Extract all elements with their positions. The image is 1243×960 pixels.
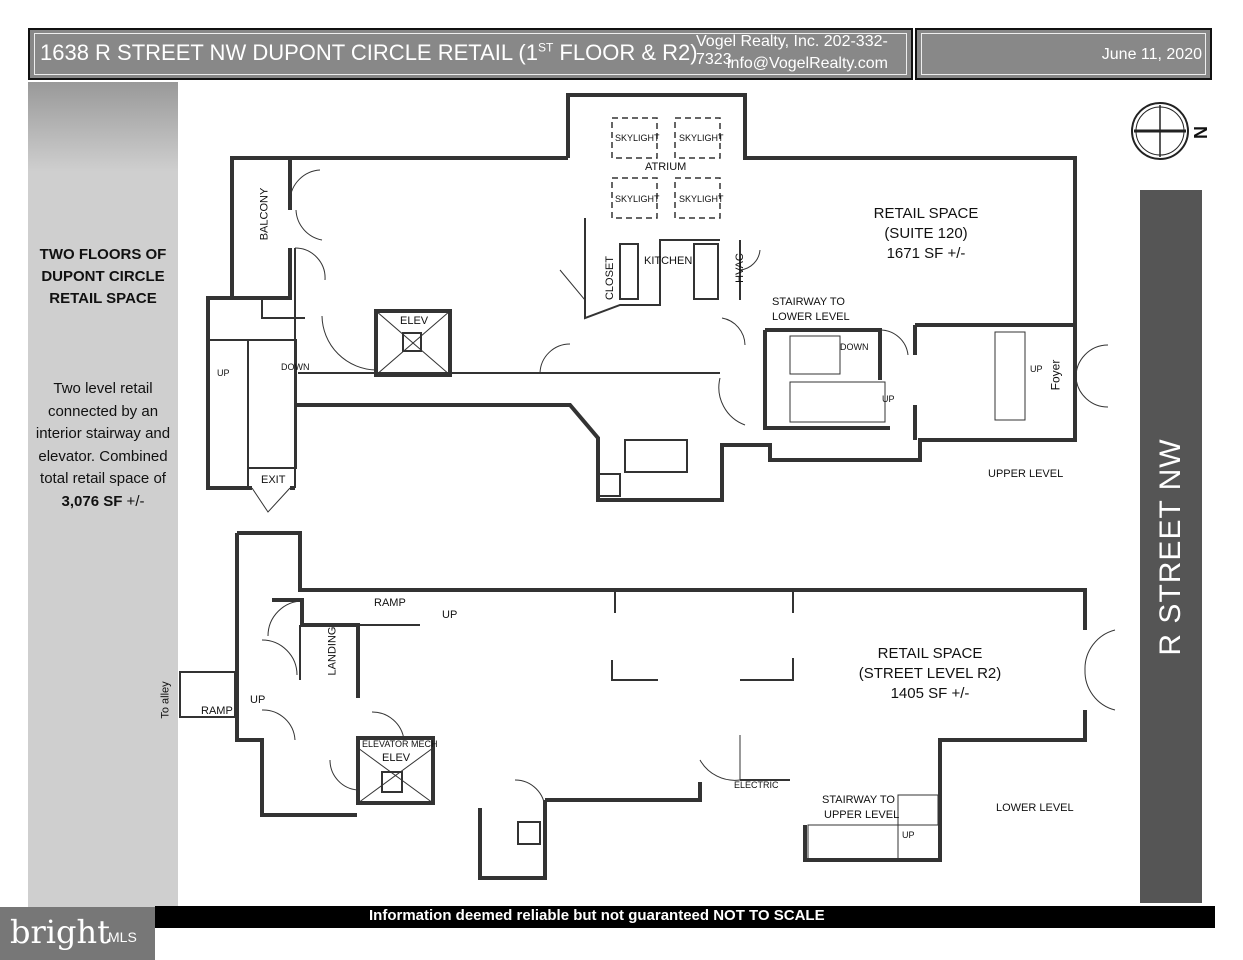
hvac-label: HVAC xyxy=(733,253,746,283)
atrium-label: ATRIUM xyxy=(645,161,687,173)
lower-elev-label: ELEV xyxy=(382,752,411,764)
lower-retail-sf: 1405 SF +/- xyxy=(890,685,970,702)
header-title-box: 1638 R STREET NW DUPONT CIRCLE RETAIL (1… xyxy=(28,28,913,80)
compass-north-label: N xyxy=(1191,126,1211,139)
left-stair-up-label: UP xyxy=(217,368,230,378)
stair-up-label: UP xyxy=(882,394,895,404)
left-stair-down-label: DOWN xyxy=(281,362,310,372)
stair-to-upper-label-2: UPPER LEVEL xyxy=(824,809,900,821)
stair-to-lower-label-2: LOWER LEVEL xyxy=(772,311,850,323)
street-bar: R STREET NW xyxy=(1140,190,1202,903)
logo-mls: MLS xyxy=(108,929,137,945)
balcony-label: BALCONY xyxy=(258,187,271,241)
disclaimer-bar: Information deemed reliable but not guar… xyxy=(155,906,1215,928)
lower-stair-up-label: UP xyxy=(902,830,915,840)
skylight-label-4: SKYLIGHT xyxy=(679,194,724,204)
stair-down-label: DOWN xyxy=(840,342,869,352)
ramp-up-label: UP xyxy=(442,609,458,621)
electric-label: ELECTRIC xyxy=(734,780,779,790)
disclaimer-text: Information deemed reliable but not guar… xyxy=(369,907,825,924)
header-date-inner xyxy=(921,33,1206,75)
to-alley-label: To alley xyxy=(159,681,172,719)
lower-level-walls xyxy=(179,531,1116,880)
foyer-up-label: UP xyxy=(1030,364,1043,374)
header-inner-border xyxy=(34,33,907,75)
sidebar-heading: TWO FLOORS OF DUPONT CIRCLE RETAIL SPACE xyxy=(39,246,167,307)
upper-retail-suite: (SUITE 120) xyxy=(884,225,968,242)
logo-brand: bright xyxy=(10,913,110,951)
lower-retail-label: RETAIL SPACE (STREET LEVEL R2) 1405 SF +… xyxy=(850,644,1010,704)
elevator-mech-label: ELEVATOR MECH xyxy=(362,739,438,749)
skylight-label-3: SKYLIGHT xyxy=(615,194,660,204)
compass-icon xyxy=(1131,102,1189,160)
bright-mls-logo: bright MLS xyxy=(0,907,155,960)
skylight-label-2: SKYLIGHT xyxy=(679,133,724,143)
upper-level-walls xyxy=(206,93,1109,513)
sidebar-description: Two level retail connected by an interio… xyxy=(35,380,171,510)
upper-level-label: UPPER LEVEL xyxy=(988,468,1064,480)
header-date-box: June 11, 2020 xyxy=(915,28,1212,80)
upper-retail-label: RETAIL SPACE (SUITE 120) 1671 SF +/- xyxy=(860,204,992,264)
skylight-label-1: SKYLIGHT xyxy=(615,133,660,143)
company-email: info@VogelRealty.com xyxy=(727,55,888,72)
company-contact: Vogel Realty, Inc. 202-332-7323 xyxy=(696,33,888,68)
info-sidebar: TWO FLOORS OF DUPONT CIRCLE RETAIL SPACE… xyxy=(28,82,178,910)
lower-retail-suite: (STREET LEVEL R2) xyxy=(858,665,1002,682)
ramp-label: RAMP xyxy=(374,597,406,609)
upper-elev-label: ELEV xyxy=(400,315,429,327)
upper-retail-name: RETAIL SPACE xyxy=(873,205,979,222)
page-title: 1638 R STREET NW DUPONT CIRCLE RETAIL (1… xyxy=(40,40,698,65)
stair-to-lower-label-1: STAIRWAY TO xyxy=(772,296,845,308)
kitchen-label: KITCHEN xyxy=(644,255,693,267)
alley-ramp-label: RAMP xyxy=(201,705,233,717)
lower-level-label: LOWER LEVEL xyxy=(996,802,1074,814)
lower-retail-name: RETAIL SPACE xyxy=(877,645,983,662)
exit-label: EXIT xyxy=(261,474,286,486)
upper-retail-sf: 1671 SF +/- xyxy=(886,245,966,262)
listing-date: June 11, 2020 xyxy=(1101,46,1202,63)
landing-label: LANDING xyxy=(326,626,339,676)
stair-to-upper-label-1: STAIRWAY TO xyxy=(822,794,895,806)
foyer-label: Foyer xyxy=(1048,359,1063,391)
alley-up-label: UP xyxy=(250,694,266,706)
closet-label: CLOSET xyxy=(604,255,617,301)
